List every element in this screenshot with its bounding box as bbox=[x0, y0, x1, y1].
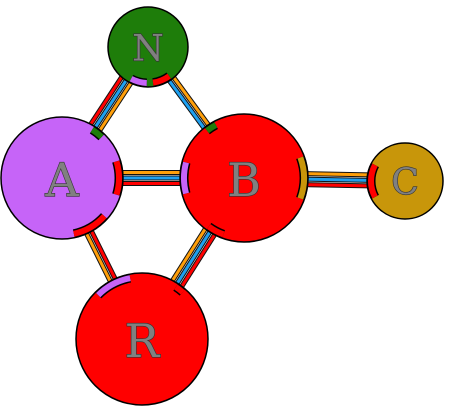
port-C bbox=[368, 163, 378, 199]
port-B bbox=[206, 224, 225, 238]
port-B bbox=[205, 122, 218, 134]
ports-layer bbox=[72, 72, 380, 299]
port-B bbox=[297, 156, 307, 200]
port-N bbox=[129, 76, 148, 86]
port-A bbox=[113, 160, 122, 196]
node-label-A: A bbox=[44, 153, 79, 207]
node-N bbox=[107, 6, 189, 88]
node-label-C: C bbox=[391, 163, 419, 204]
port-A bbox=[90, 127, 104, 140]
node-R bbox=[75, 272, 209, 406]
node-label-B: B bbox=[227, 153, 261, 207]
port-R bbox=[174, 284, 185, 295]
node-label-N: N bbox=[132, 29, 164, 70]
port-B bbox=[181, 161, 189, 195]
node-label-R: R bbox=[125, 314, 161, 368]
labels-layer: N A B C R bbox=[44, 28, 420, 369]
port-N bbox=[152, 73, 171, 86]
port-A bbox=[73, 214, 107, 237]
port-R bbox=[96, 275, 131, 298]
nodes-layer bbox=[0, 6, 444, 406]
